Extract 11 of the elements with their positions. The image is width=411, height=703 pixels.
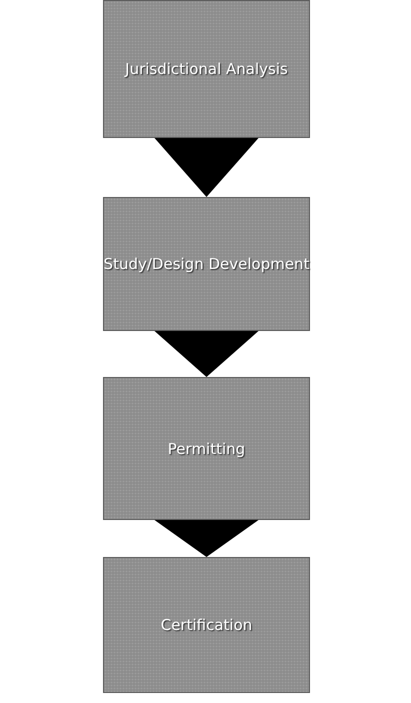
process-box [103,197,310,331]
process-box [103,0,310,138]
triangle-arrow [154,331,258,377]
triangle-arrow [154,520,258,557]
step-label: Study/Design Development [104,255,310,273]
step-label: Certification [160,616,252,634]
process-box [103,377,310,520]
step-label: Permitting [168,440,246,458]
triangle-arrow [154,138,258,197]
process-box [103,557,310,693]
step-label: Jurisdictional Analysis [125,60,288,78]
